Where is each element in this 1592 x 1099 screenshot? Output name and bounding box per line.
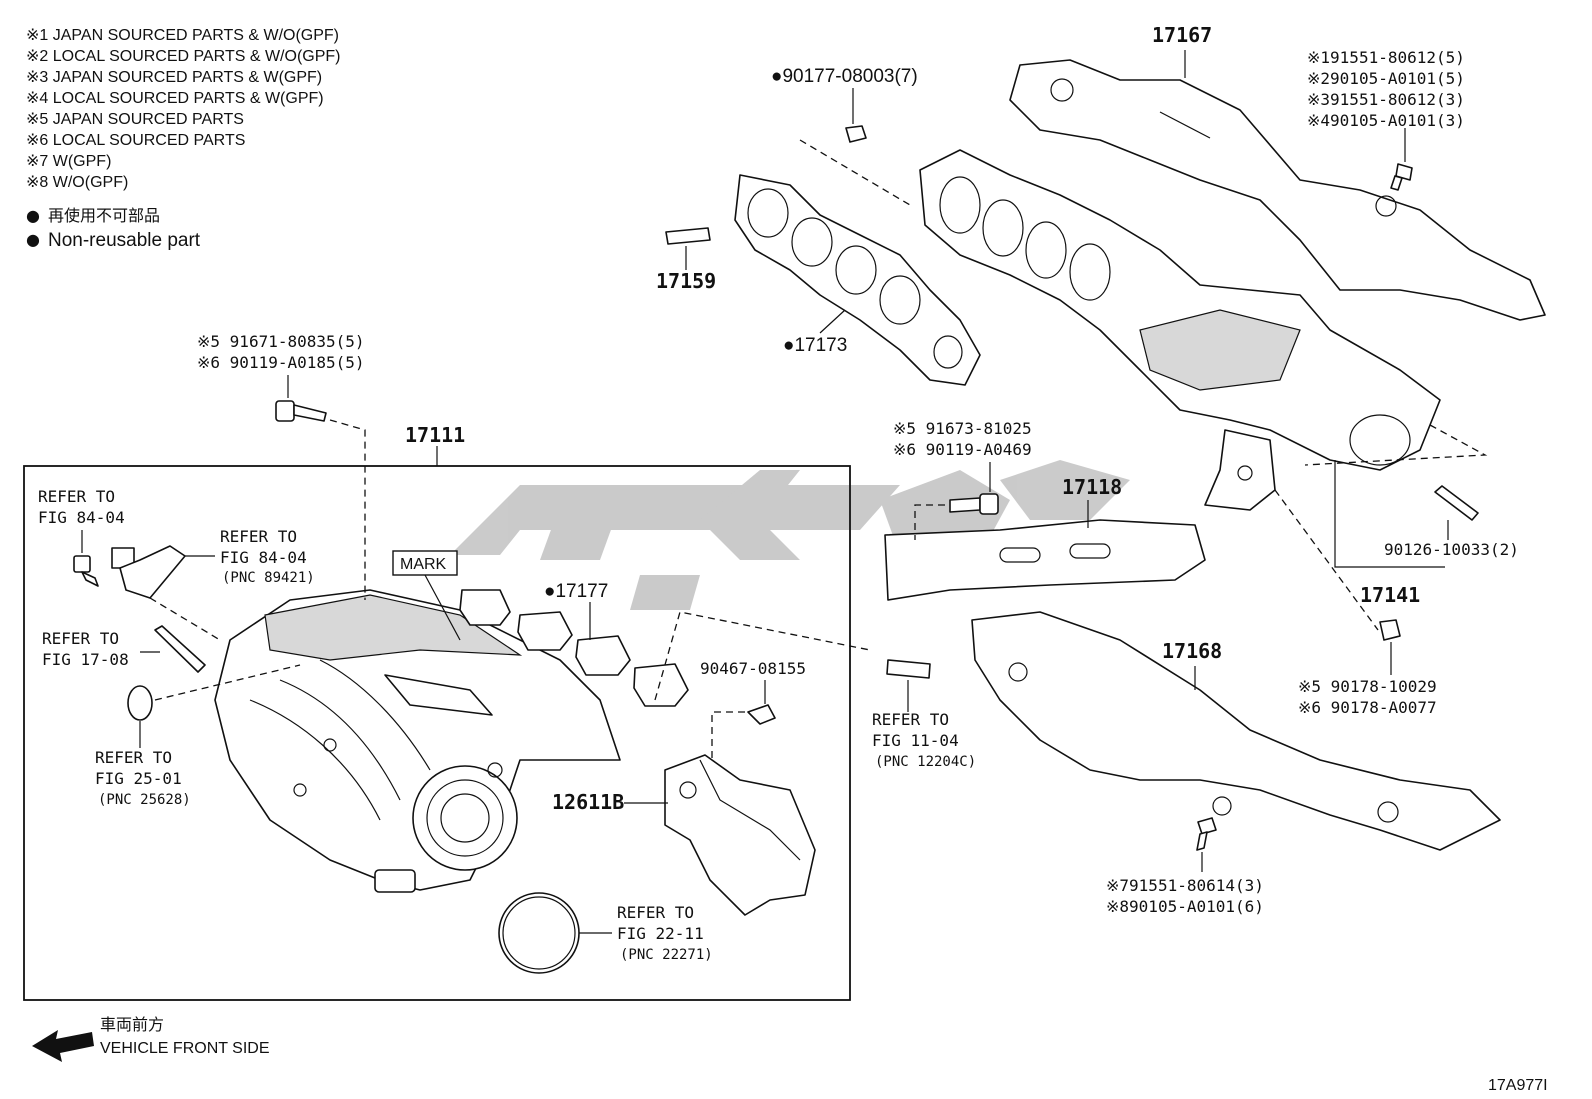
label-91671: ※5 91671-80835(5) [197, 332, 365, 351]
dash-17177 [654, 611, 871, 701]
bracket-17118 [884, 519, 1206, 601]
ref4-line1: REFER TO [95, 748, 172, 767]
dash-91673 [914, 504, 945, 540]
gasket-17177 [459, 589, 689, 707]
label-90467: 90467-08155 [700, 659, 806, 678]
dash-sensor [149, 597, 221, 641]
bolt-91551-lower [1196, 817, 1217, 851]
ref4-pnc: (PNC 25628) [98, 792, 191, 808]
leader-17141 [1334, 460, 1445, 568]
note-8: ※8 W/O(GPF) [26, 174, 128, 191]
note-1: ※1 JAPAN SOURCED PARTS & W/O(GPF) [26, 27, 339, 44]
insulator-17167 [1009, 59, 1546, 321]
label-90178b: ※6 90178-A0077 [1298, 698, 1437, 717]
dash-clamp [154, 664, 301, 701]
ref4-line2: FIG 25-01 [95, 769, 182, 788]
legend-japanese: 再使用不可部品 [48, 206, 160, 225]
ref1-line1: REFER TO [38, 487, 115, 506]
bolt-91551-upper [1390, 163, 1413, 191]
hose [154, 625, 206, 673]
label-91673: ※5 91673-81025 [893, 419, 1032, 438]
label-191551: ※191551-80612(5) [1307, 48, 1465, 67]
ref2-pnc: (PNC 89421) [222, 570, 315, 586]
insulator-17168 [971, 611, 1501, 851]
label-791551: ※791551-80614(3) [1106, 876, 1264, 895]
label-17168: 17168 [1162, 639, 1222, 663]
ref5-pnc: (PNC 12204C) [875, 754, 976, 770]
label-17177: ●17177 [544, 581, 608, 602]
clamp [127, 685, 153, 721]
front-direction-arrow-icon [32, 1030, 94, 1062]
ref1-line2: FIG 84-04 [38, 508, 125, 527]
note-7: ※7 W(GPF) [26, 153, 111, 170]
ref5-line2: FIG 11-04 [872, 731, 959, 750]
label-391551: ※391551-80612(3) [1307, 90, 1465, 109]
leader-17173 [819, 309, 846, 334]
insulator-12611B [664, 754, 816, 916]
note-5: ※5 JAPAN SOURCED PARTS [26, 111, 244, 128]
direction-japanese: 車両前方 [100, 1015, 164, 1034]
map-sensor [111, 545, 186, 599]
ref5-line1: REFER TO [872, 710, 949, 729]
intake-manifold [214, 589, 621, 893]
ref6-pnc: (PNC 22271) [620, 947, 713, 963]
stud-12204C [886, 659, 931, 679]
ref2-line2: FIG 84-04 [220, 548, 307, 567]
label-17167: 17167 [1152, 23, 1212, 47]
ref6-line2: FIG 22-11 [617, 924, 704, 943]
mark-label: MARK [400, 556, 447, 573]
label-90126: 90126-10033(2) [1384, 540, 1519, 559]
legend-symbol-1: ● [26, 206, 40, 225]
label-17111: 17111 [405, 423, 465, 447]
label-490105: ※490105-A0101(3) [1307, 111, 1465, 130]
dash-17141 [1304, 424, 1488, 466]
mark-box [392, 550, 458, 576]
label-90119: ※6 90119-A0185(5) [197, 353, 365, 372]
o-ring [498, 892, 580, 974]
gasket-17173 [734, 174, 981, 386]
ref2-line1: REFER TO [220, 527, 297, 546]
legend-english: Non-reusable part [48, 230, 201, 251]
label-17141: 17141 [1360, 583, 1420, 607]
dash-90467 [711, 711, 745, 760]
notes-list: ※1 JAPAN SOURCED PARTS & W/O(GPF) ※2 LOC… [26, 27, 341, 191]
direction-english: VEHICLE FRONT SIDE [100, 1040, 270, 1057]
dash-90178 [1274, 489, 1379, 631]
bolt-91673 [949, 493, 999, 515]
label-12611B: 12611B [552, 790, 624, 814]
pin-90467 [747, 704, 776, 725]
note-6: ※6 LOCAL SOURCED PARTS [26, 132, 245, 149]
legend-symbol-2: ● [26, 230, 40, 249]
exhaust-manifold-17141 [919, 149, 1441, 511]
label-90177: ●90177-08003(7) [771, 66, 918, 87]
dash-90177 [799, 139, 911, 206]
label-17118: 17118 [1062, 475, 1122, 499]
dash-91671 [329, 419, 366, 600]
note-3: ※3 JAPAN SOURCED PARTS & W(GPF) [26, 69, 322, 86]
nut-90178 [1379, 619, 1401, 641]
ref3-line2: FIG 17-08 [42, 650, 129, 669]
stud-17159 [665, 227, 711, 245]
note-4: ※4 LOCAL SOURCED PARTS & W(GPF) [26, 90, 324, 107]
stud-90126 [1434, 485, 1479, 521]
leader-mark [424, 574, 461, 641]
ref6-line1: REFER TO [617, 903, 694, 922]
ref3-line1: REFER TO [42, 629, 119, 648]
figure-id: 17A977I [1488, 1077, 1548, 1094]
bolt-91671 [275, 400, 327, 422]
note-2: ※2 LOCAL SOURCED PARTS & W/O(GPF) [26, 48, 341, 65]
label-890105: ※890105-A0101(6) [1106, 897, 1264, 916]
label-290105: ※290105-A0101(5) [1307, 69, 1465, 88]
label-17173: ●17173 [783, 335, 847, 356]
label-90119b: ※6 90119-A0469 [893, 440, 1032, 459]
label-17159: 17159 [656, 269, 716, 293]
label-90178a: ※5 90178-10029 [1298, 677, 1437, 696]
legend: ● 再使用不可部品 ● Non-reusable part [26, 206, 201, 251]
sensor-bolt [73, 555, 99, 587]
nut-90177 [845, 125, 867, 143]
o-ring-inner [502, 896, 576, 970]
